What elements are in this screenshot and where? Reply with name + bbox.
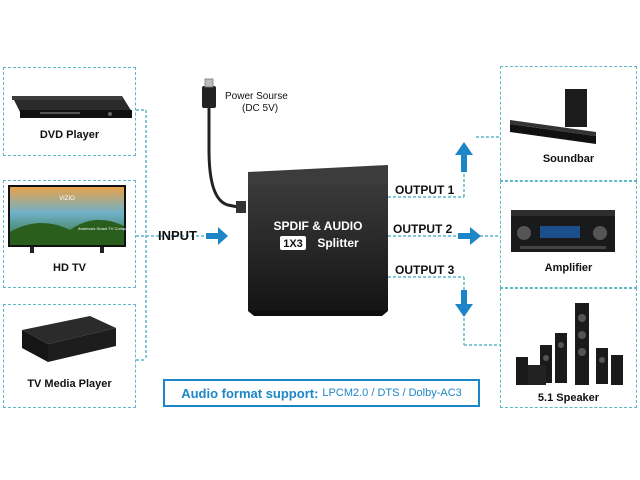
- audio-format-banner: Audio format support: LPCM2.0 / DTS / Do…: [163, 379, 480, 407]
- output1-arrow-shaft: [461, 152, 467, 172]
- banner-title: Audio format support:: [181, 385, 319, 401]
- output-1-label: OUTPUT 1: [395, 183, 455, 197]
- power-cable: [202, 78, 246, 213]
- dvd-player-box: [3, 67, 136, 156]
- tv-media-player-label: TV Media Player: [27, 378, 112, 390]
- input-arrow-head: [218, 227, 228, 245]
- amplifier-label: Amplifier: [544, 262, 593, 274]
- amplifier-box: [500, 181, 637, 288]
- speaker-illustration: [516, 303, 623, 385]
- arrows: [206, 142, 481, 317]
- output-3-label: OUTPUT 3: [395, 263, 455, 277]
- splitter-device: [248, 165, 388, 316]
- tv-brand-text: VIZIO: [59, 196, 75, 202]
- soundbar-box: [500, 66, 637, 181]
- input-label: INPUT: [158, 228, 197, 243]
- output3-arrow-shaft: [461, 290, 467, 308]
- tv-tagline-text: America's Smart TV Company: [78, 226, 132, 231]
- soundbar-label: Soundbar: [542, 153, 595, 165]
- input-arrow-shaft: [206, 233, 220, 239]
- dvd-player-label: DVD Player: [39, 129, 100, 141]
- hd-tv-label: HD TV: [53, 262, 86, 274]
- badge-bg: [280, 236, 306, 250]
- amplifier-illustration: [511, 210, 615, 252]
- power-voltage-label: (DC 5V): [242, 103, 279, 114]
- soundbar-illustration: [510, 89, 596, 144]
- output1-arrow-head: [455, 142, 473, 155]
- hd-tv-box: [3, 180, 136, 288]
- output2-arrow-head: [470, 227, 481, 245]
- power-source-label: Power Sourse: [225, 91, 288, 102]
- connector-lines: [136, 109, 500, 361]
- speaker-label: 5.1 Speaker: [537, 392, 600, 404]
- tv-media-player-illustration: [22, 316, 116, 362]
- speaker-box: [500, 288, 637, 408]
- output2-arrow-shaft: [458, 233, 472, 239]
- hd-tv-illustration: [8, 185, 126, 253]
- banner-formats: LPCM2.0 / DTS / Dolby-AC3: [322, 387, 462, 399]
- device-subtitle: Splitter: [317, 236, 359, 250]
- tv-media-player-box: [3, 304, 136, 408]
- output-2-label: OUTPUT 2: [393, 222, 453, 236]
- device-title: SPDIF & AUDIO: [274, 219, 363, 233]
- output3-arrow-head: [455, 304, 473, 317]
- device-badge: 1X3: [283, 238, 303, 250]
- dvd-player-illustration: [12, 96, 132, 118]
